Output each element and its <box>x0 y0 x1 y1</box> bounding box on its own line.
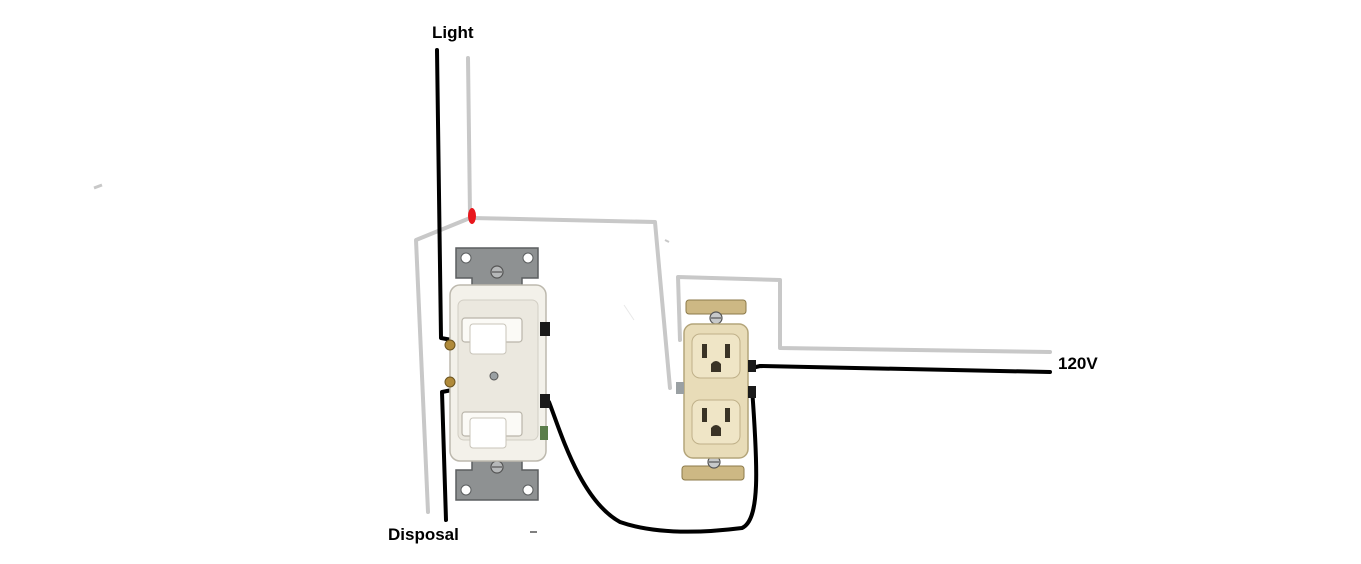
center-rivet-icon <box>489 371 499 381</box>
light-neutral-wire <box>466 56 472 217</box>
switch-to-outlet-jumper <box>547 386 759 534</box>
light-label: Light <box>432 23 474 42</box>
terminal-screw-icon <box>748 360 756 372</box>
strap-hole-icon <box>460 484 472 496</box>
lower-receptacle-face <box>691 399 741 445</box>
disposal-label: Disposal <box>388 525 459 544</box>
terminal-screw-icon <box>540 394 550 408</box>
ground-screw-icon <box>540 426 548 440</box>
stray-mark <box>623 304 635 321</box>
double-toggle-switch-icon <box>444 247 550 501</box>
supply-neutral-wire <box>676 275 1052 354</box>
terminal-screw-icon <box>676 382 684 394</box>
terminal-screw-icon <box>748 386 756 398</box>
supply-voltage-label: 120V <box>1058 354 1098 373</box>
duplex-receptacle-icon <box>676 299 756 481</box>
light-hot-wire <box>435 48 454 342</box>
terminal-screw-icon <box>444 339 456 351</box>
neutral-wires <box>414 56 1052 514</box>
strap-hole-icon <box>460 252 472 264</box>
outlet-neutral-jumper <box>470 216 672 390</box>
terminal-screw-icon <box>540 322 550 336</box>
terminal-screw-icon <box>444 376 456 388</box>
strap-hole-icon <box>522 484 534 496</box>
splice-icon <box>468 208 476 224</box>
supply-hot-wire <box>750 364 1052 374</box>
disposal-neutral-wire <box>414 216 472 514</box>
disposal-hot-wire <box>440 388 454 522</box>
strap-hole-icon <box>522 252 534 264</box>
stray-mark <box>93 183 103 190</box>
stray-mark <box>664 239 670 243</box>
